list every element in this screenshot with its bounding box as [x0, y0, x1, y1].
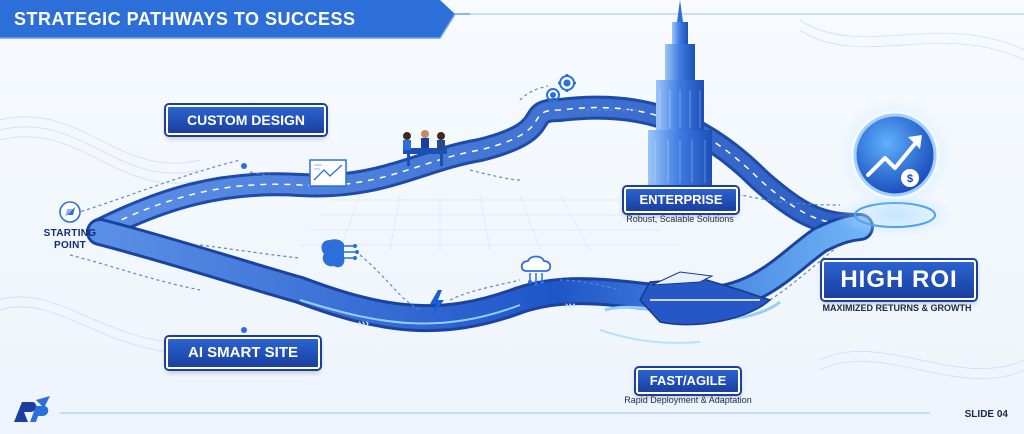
starting-point-line2: POINT	[53, 240, 87, 251]
cloud-network-icon	[520, 255, 552, 286]
fast-agile-box: FAST/AGILE	[636, 368, 740, 394]
upper-road	[88, 95, 872, 242]
lower-road: ››› ›››	[86, 213, 874, 333]
starting-point-label: STARTING POINT	[38, 228, 102, 252]
high-roi-box: HIGH ROI	[822, 260, 976, 300]
ai-smart-site-box: AI SMART SITE	[166, 337, 320, 369]
slide-number: SLIDE 04	[964, 409, 1008, 420]
gears-icon	[546, 74, 576, 102]
svg-text:$: $	[907, 173, 913, 185]
svg-text:›››: ›››	[565, 300, 576, 312]
custom-design-box: CUSTOM DESIGN	[166, 105, 326, 135]
skyscraper-icon	[648, 0, 712, 185]
speed-chevrons: ›››	[358, 318, 369, 330]
brain-circuit-icon	[321, 239, 359, 268]
logo-icon	[14, 396, 50, 422]
enterprise-subtitle: Robust, Scalable Solutions	[626, 214, 734, 224]
page-title: STRATEGIC PATHWAYS TO SUCCESS	[14, 9, 356, 29]
fast-agile-subtitle: Rapid Deployment & Adaptation	[624, 395, 752, 405]
enterprise-box: ENTERPRISE	[624, 187, 738, 213]
grid-floor	[300, 194, 680, 251]
lightning-icon	[430, 290, 444, 316]
roi-growth-icon: $	[835, 97, 955, 237]
speedboat-icon	[599, 271, 781, 344]
team-meeting-icon	[403, 130, 447, 166]
starting-point-line1: STARTING	[43, 228, 97, 239]
wave-lines	[0, 19, 1024, 379]
blueprint-icon	[309, 159, 347, 187]
high-roi-subtitle: MAXIMIZED RETURNS & GROWTH	[822, 303, 972, 313]
compass-icon	[59, 201, 81, 223]
